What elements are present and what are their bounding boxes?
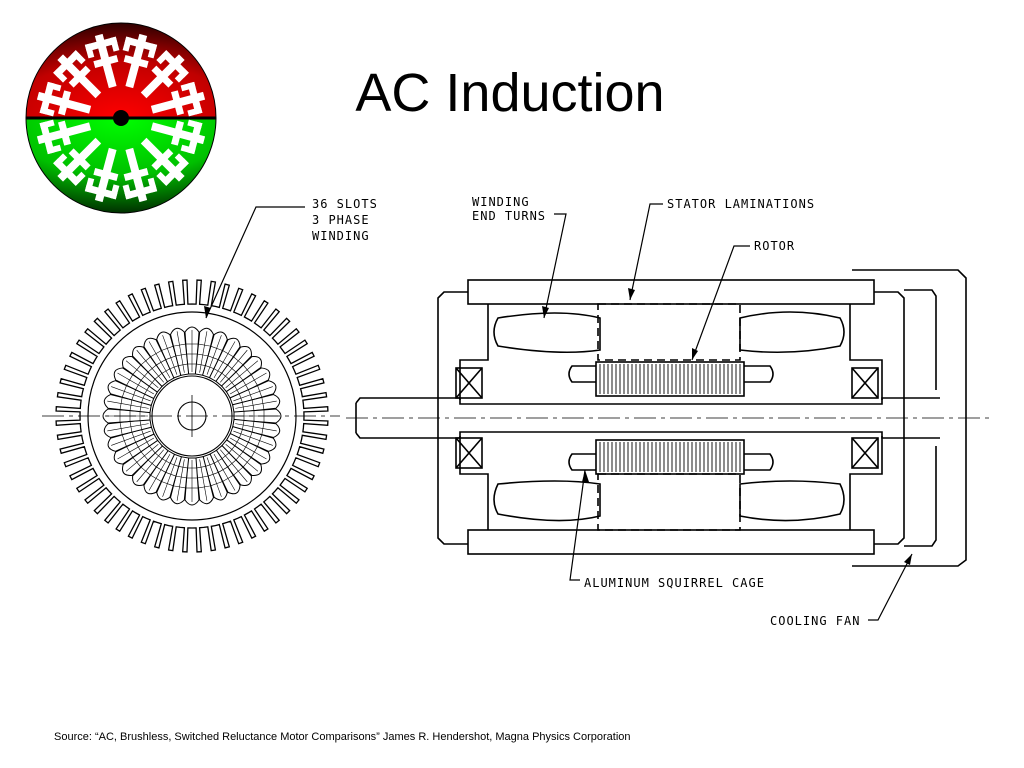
label-cooling-fan: COOLING FAN — [770, 614, 860, 628]
leader-lines — [205, 203, 913, 621]
label-aluminum-squirrel-cage: ALUMINUM SQUIRREL CAGE — [584, 576, 765, 590]
source-citation: Source: “AC, Brushless, Switched Relucta… — [54, 731, 631, 743]
label-stator-laminations: STATOR LAMINATIONS — [667, 197, 815, 211]
stator-cross-section — [42, 279, 340, 553]
motor-side-view — [346, 269, 990, 567]
label-36-slots: 36 SLOTS — [312, 197, 378, 211]
slide-title: AC Induction — [355, 63, 665, 123]
label-winding-end-turns-2: END TURNS — [472, 209, 546, 223]
label-winding-end-turns-1: WINDING — [472, 195, 530, 209]
label-3-phase: 3 PHASE — [312, 213, 370, 227]
label-winding: WINDING — [312, 229, 370, 243]
label-rotor: ROTOR — [754, 239, 795, 253]
